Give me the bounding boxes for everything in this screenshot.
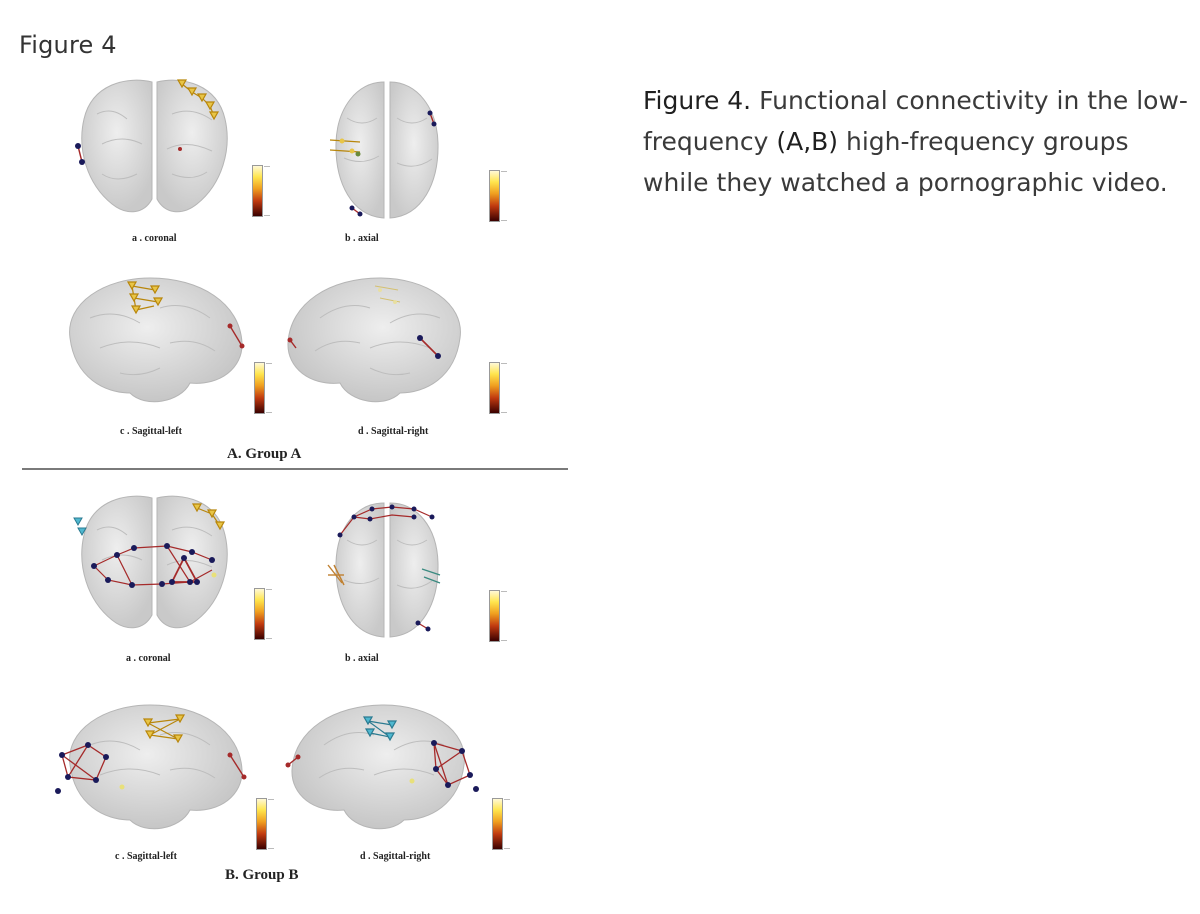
- brain-sagittal-right-icon: [287, 277, 461, 403]
- figure-caption: Figure 4. Functional connectivity in the…: [643, 80, 1188, 203]
- colorbar-icon: [492, 798, 510, 850]
- brain-sagittal-left-icon: [69, 277, 245, 403]
- brain-axial-icon: [327, 502, 441, 638]
- group-divider: [22, 468, 568, 470]
- colorbar-icon: [254, 362, 272, 414]
- colorbar-icon: [254, 588, 272, 640]
- caption-text-2: high-frequency groups while they watched…: [643, 127, 1168, 197]
- panel-label-a-axial: b . axial: [345, 233, 379, 244]
- group-a-label: A. Group A: [227, 446, 302, 462]
- panel-label-b-coronal: a . coronal: [126, 653, 171, 664]
- colorbar-icon: [256, 798, 274, 850]
- brain-sagittal-right-icon: [285, 704, 479, 830]
- panel-label-a-sagittal-right: d . Sagittal-right: [358, 426, 429, 437]
- brain-coronal-icon: [73, 495, 228, 629]
- panel-label-b-axial: b . axial: [345, 653, 379, 664]
- panel-label-a-sagittal-left: c . Sagittal-left: [120, 426, 182, 437]
- group-b-label: B. Group B: [225, 867, 299, 883]
- caption-text-1: Functional connectivity in the low-frequ…: [643, 86, 1188, 156]
- caption-panel-ref: (A,B): [776, 127, 839, 156]
- brain-sagittal-left-icon: [55, 704, 247, 830]
- panel-label-a-coronal: a . coronal: [132, 233, 177, 244]
- figure-heading: Figure 4: [19, 31, 117, 59]
- figure-image: a . coronal b . axial: [22, 70, 570, 900]
- brain-axial-icon: [329, 81, 439, 219]
- caption-lead: Figure 4.: [643, 86, 752, 115]
- panel-label-b-sagittal-right: d . Sagittal-right: [360, 851, 431, 862]
- colorbar-icon: [489, 362, 507, 414]
- colorbar-icon: [252, 165, 270, 217]
- colorbar-icon: [489, 170, 507, 222]
- brain-coronal-icon: [75, 79, 228, 213]
- colorbar-icon: [489, 590, 507, 642]
- panel-label-b-sagittal-left: c . Sagittal-left: [115, 851, 177, 862]
